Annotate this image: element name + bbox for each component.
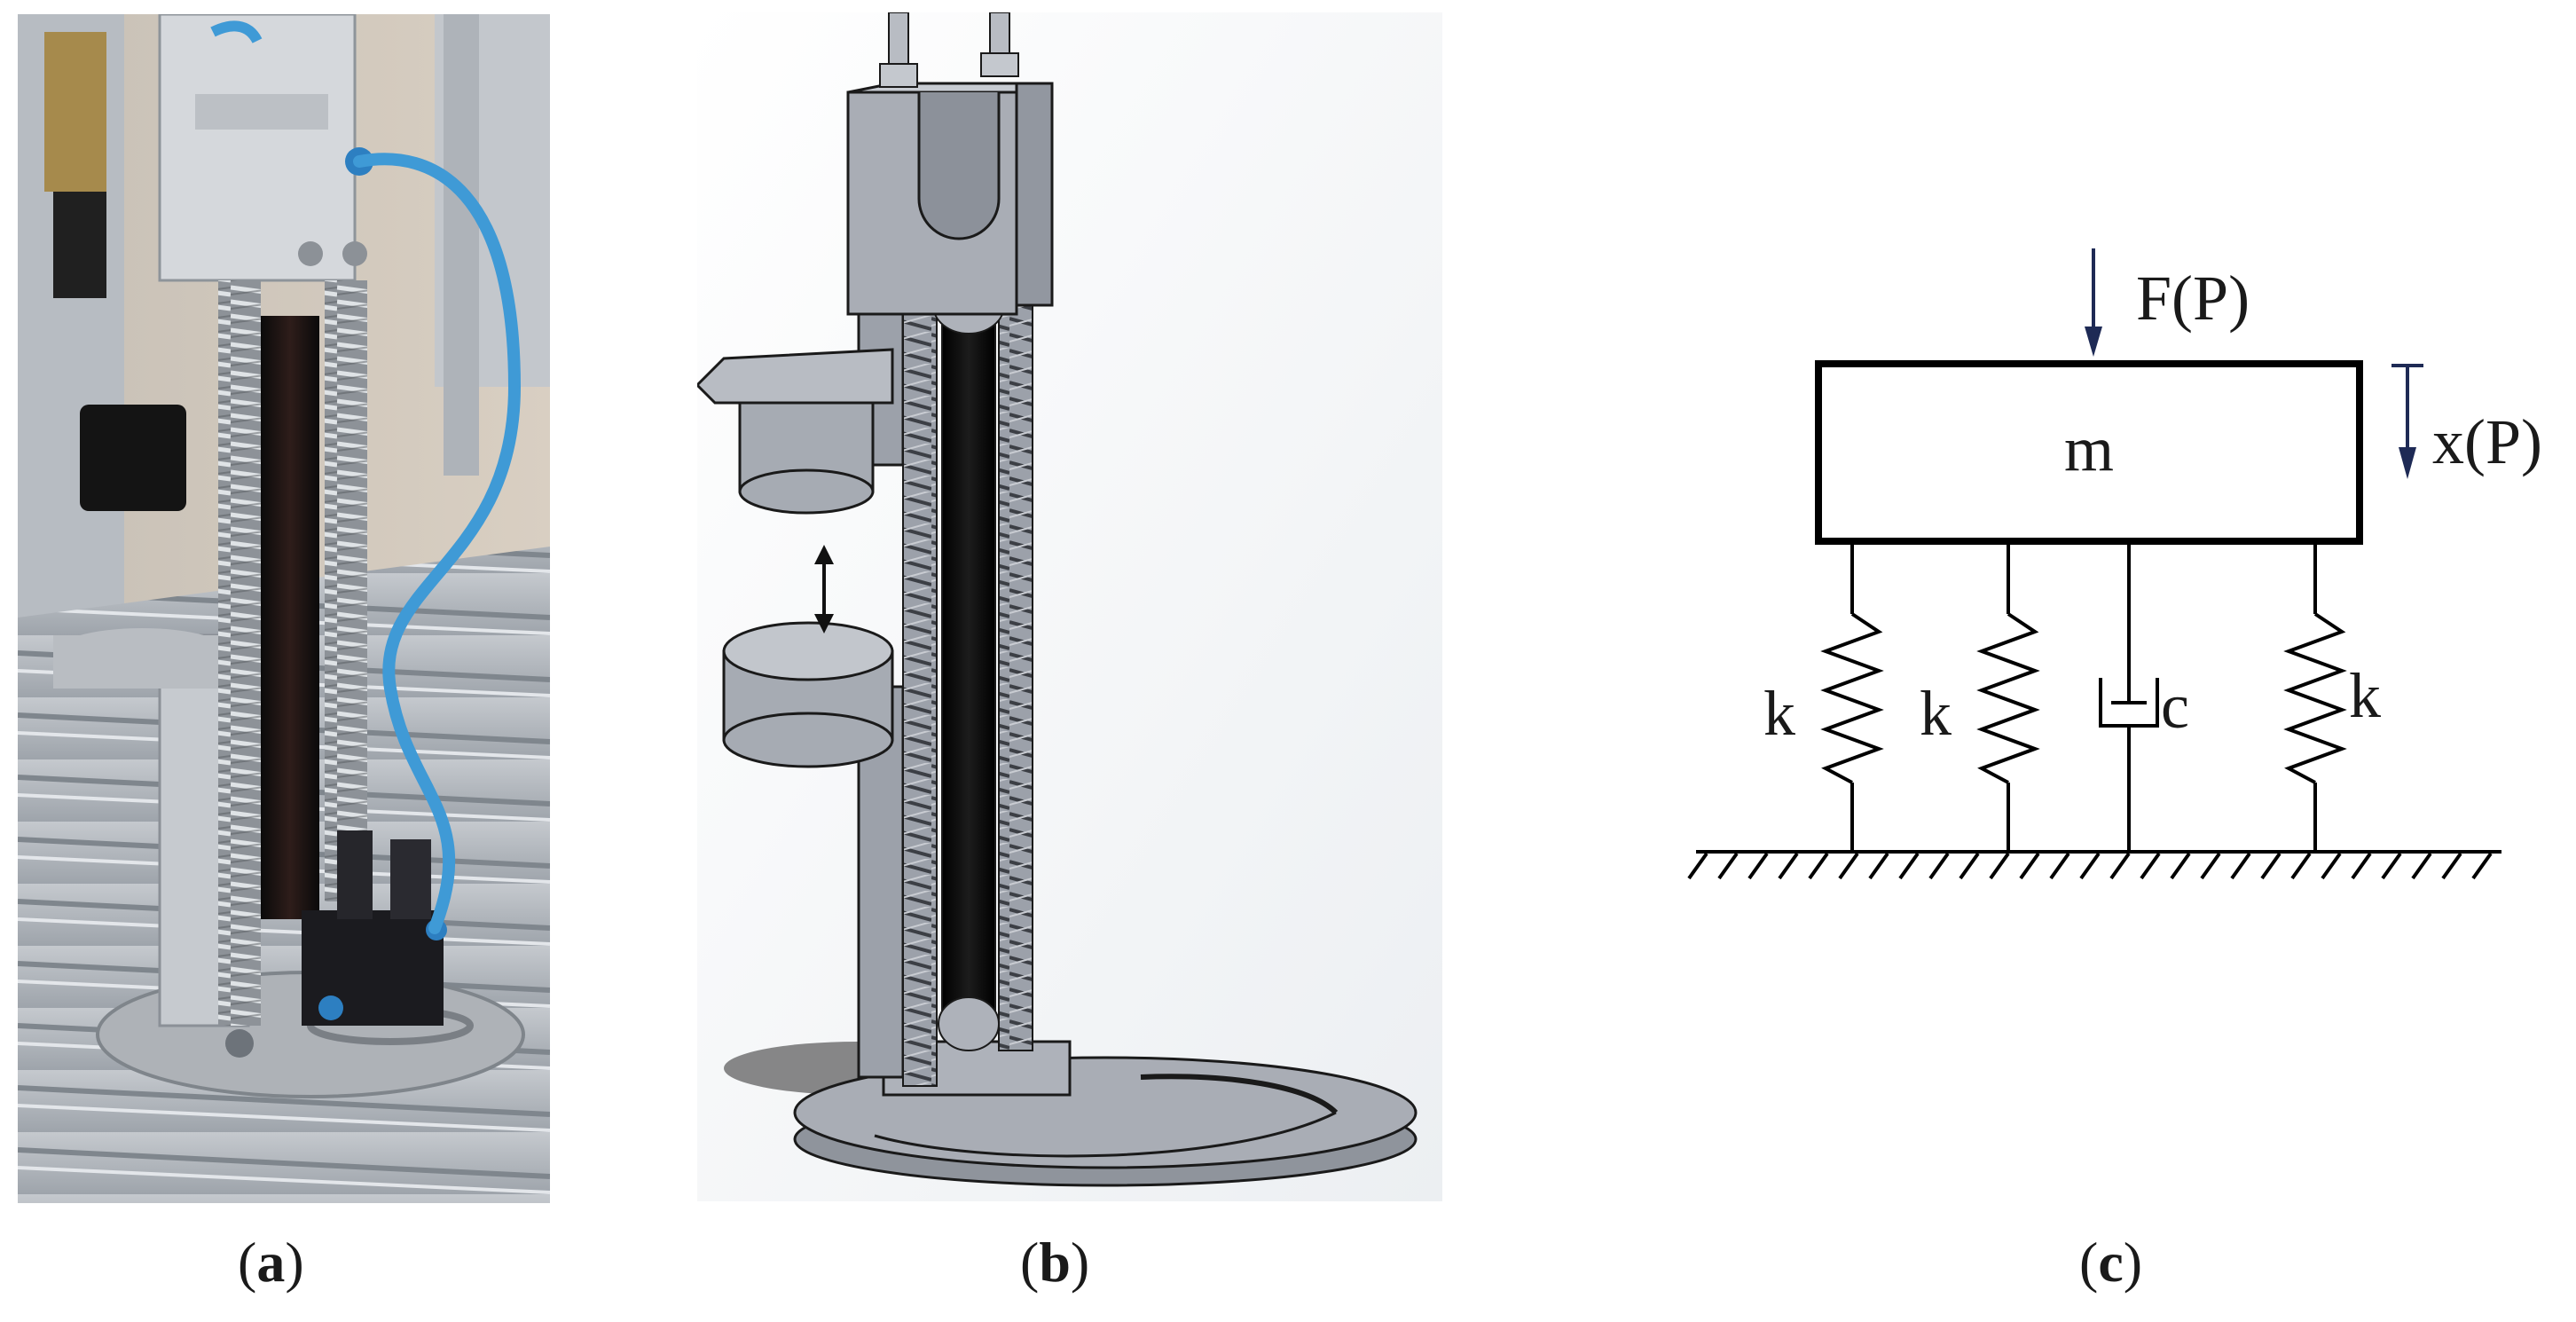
spring-2 xyxy=(1976,541,2040,852)
force-arrow xyxy=(2085,248,2102,357)
spring-2-label: k xyxy=(1920,678,1952,749)
cad-model xyxy=(697,12,1442,1201)
spring-3 xyxy=(2283,541,2347,852)
displacement-label: x(P) xyxy=(2432,406,2542,477)
spring-1 xyxy=(1820,541,1884,852)
spring-3-label: k xyxy=(2349,660,2381,731)
force-label: F(P) xyxy=(2136,263,2250,334)
caption-b-letter: b xyxy=(1039,1231,1071,1294)
device-photo xyxy=(18,14,550,1203)
photo-panel-a xyxy=(18,14,550,1203)
mass-label: m xyxy=(2064,413,2114,484)
model-panel-c: F(P) m x(P) k k c xyxy=(1668,231,2576,905)
spring-damper-diagram: F(P) m x(P) k k c xyxy=(1687,248,2542,880)
cad-panel-b xyxy=(697,12,1442,1201)
spring-1-label: k xyxy=(1763,678,1795,749)
caption-a-letter: a xyxy=(256,1231,286,1294)
caption-a: (a) xyxy=(238,1231,304,1294)
displacement-arrow xyxy=(2391,364,2423,479)
caption-b: (b) xyxy=(1020,1231,1090,1294)
ground-line xyxy=(1687,850,2501,880)
mass-block xyxy=(1815,360,2363,545)
damper-label: c xyxy=(2161,671,2189,742)
caption-c: (c) xyxy=(2079,1231,2143,1294)
caption-c-letter: c xyxy=(2098,1231,2124,1294)
damper xyxy=(2099,541,2159,852)
